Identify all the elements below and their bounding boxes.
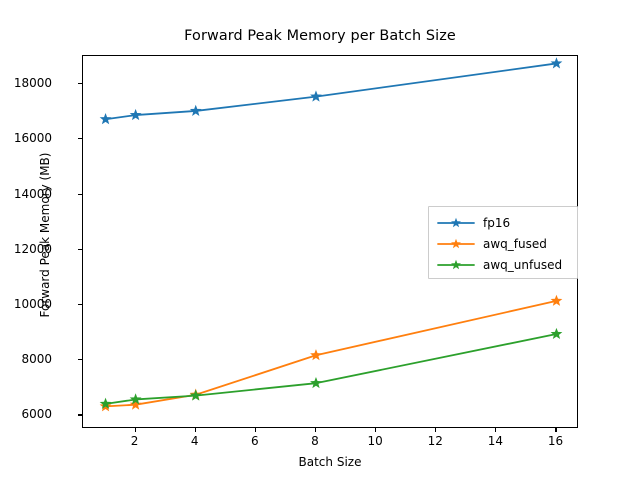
x-tick-label: 10: [367, 434, 383, 448]
x-tick-label: 12: [427, 434, 443, 448]
data-point-marker: [99, 113, 112, 125]
legend-item-awq_fused[interactable]: awq_fused: [437, 234, 547, 254]
x-tick-label: 14: [487, 434, 503, 448]
legend-label: awq_fused: [483, 237, 547, 251]
x-tick-mark: [435, 428, 437, 432]
y-tick-mark: [78, 193, 82, 195]
series-canvas: [99, 57, 563, 412]
data-point-marker: [99, 397, 112, 409]
data-point-marker: [310, 349, 322, 361]
legend-swatch-icon: [437, 258, 475, 272]
data-point-marker: [550, 327, 563, 340]
data-point-marker: [189, 104, 202, 116]
y-tick-mark: [78, 304, 82, 306]
series-fp16: [99, 57, 563, 125]
data-point-marker: [550, 57, 563, 69]
y-tick-mark: [78, 138, 82, 140]
data-point-marker: [310, 376, 322, 389]
y-tick-label: 18000: [13, 76, 52, 91]
y-tick-label: 6000: [21, 407, 52, 422]
x-tick-label: 6: [251, 434, 259, 448]
data-point-marker: [550, 294, 563, 306]
legend-item-fp16[interactable]: fp16: [437, 213, 510, 233]
legend-label: fp16: [483, 216, 511, 230]
data-point-marker: [310, 90, 322, 102]
y-tick-mark: [78, 248, 82, 250]
x-axis-label: Batch Size: [298, 455, 362, 469]
x-tick-mark: [254, 428, 256, 432]
x-tick-label: 2: [130, 434, 139, 448]
x-tick-mark: [555, 428, 557, 432]
y-axis-label: Forward Peak Memory (MB): [38, 152, 52, 318]
series-awq_unfused: [99, 327, 563, 409]
series-awq_fused: [99, 294, 563, 412]
data-point-marker: [129, 398, 142, 410]
series-line: [104, 299, 558, 408]
x-tick-mark: [495, 428, 497, 432]
x-tick-mark: [134, 428, 136, 432]
x-tick-label: 16: [547, 434, 564, 448]
y-tick-mark: [78, 83, 82, 85]
series-line: [104, 333, 558, 405]
y-tick-label: 10000: [13, 297, 52, 312]
y-tick-mark: [78, 414, 82, 416]
y-tick-mark: [78, 359, 82, 361]
legend-item-awq_unfused[interactable]: awq_unfused: [437, 255, 562, 275]
legend-swatch-icon: [437, 237, 475, 251]
data-point-marker: [129, 393, 142, 405]
y-tick-label: 14000: [13, 186, 52, 201]
y-tick-label: 16000: [13, 131, 52, 146]
chart-title: Forward Peak Memory per Batch Size: [184, 28, 456, 44]
x-tick-label: 4: [190, 434, 199, 448]
series-line: [104, 62, 558, 121]
legend-swatch-icon: [437, 216, 475, 230]
chart-legend[interactable]: fp16 awq_fused awq_unfused: [428, 206, 578, 279]
data-point-marker: [189, 389, 202, 401]
y-tick-label: 8000: [21, 352, 52, 367]
y-tick-label: 12000: [13, 241, 52, 256]
x-tick-mark: [314, 428, 317, 432]
x-tick-mark: [375, 428, 377, 432]
x-tick-mark: [194, 428, 196, 432]
data-point-marker: [129, 108, 142, 121]
legend-label: awq_unfused: [483, 258, 563, 272]
x-tick-label: 8: [311, 434, 319, 448]
